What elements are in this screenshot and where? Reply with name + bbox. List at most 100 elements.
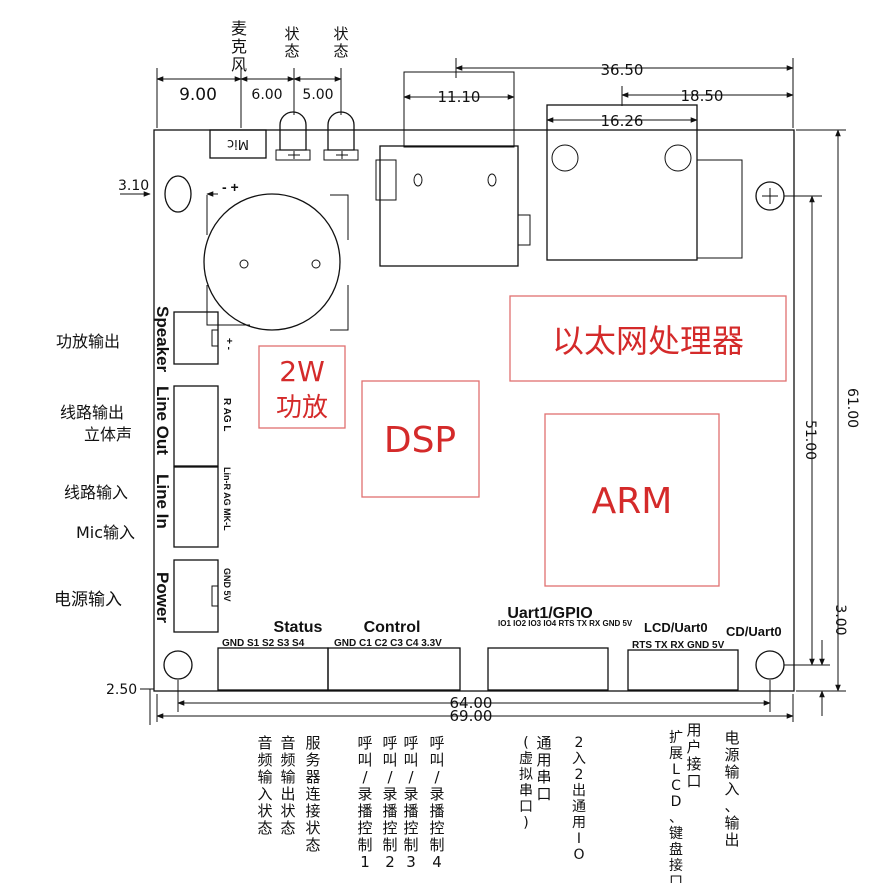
- vertical-char: 播: [429, 802, 444, 820]
- lcd-pins: RTS TX RX GND 5V: [632, 640, 725, 651]
- mounting-hole-top-left: [164, 175, 192, 213]
- vertical-char: 电: [724, 729, 739, 747]
- amp-frame: [258, 345, 346, 429]
- vertical-char: 制: [403, 836, 418, 854]
- ethernet-processor-frame: [509, 295, 787, 382]
- vertical-char: 控: [429, 819, 444, 837]
- vertical-char: 状: [305, 819, 320, 837]
- vertical-char: 入: [572, 751, 586, 767]
- vertical-char: 态: [257, 819, 272, 837]
- vertical-char: 呼: [403, 734, 418, 752]
- vertical-char: 键: [669, 826, 683, 842]
- dim-11: 11.10: [438, 88, 481, 106]
- vertical-char: 入: [257, 785, 272, 803]
- vertical-char: /: [408, 768, 414, 786]
- vertical-char: 、: [724, 797, 739, 815]
- vertical-char: 1: [360, 853, 370, 871]
- dim-16: 16.26: [601, 112, 644, 130]
- vertical-char: 态: [305, 836, 320, 854]
- control-connector: [327, 647, 461, 691]
- amp-label-line2: 功放: [276, 393, 328, 423]
- arm-frame: [544, 413, 720, 587]
- vertical-char: 展: [669, 746, 683, 762]
- vertical-char: 态: [284, 42, 299, 60]
- vertical-char: 通: [536, 734, 551, 752]
- vertical-char: 叫: [403, 751, 418, 769]
- vertical-char: 接: [686, 755, 701, 773]
- mic-label: Mic: [227, 136, 249, 151]
- speaker-pins: + -: [223, 338, 234, 350]
- label-line-in: 线路输入: [64, 483, 128, 502]
- vertical-char: 口: [669, 874, 683, 883]
- status-led-1: [275, 111, 311, 161]
- vertical-char: 输: [257, 768, 272, 786]
- vertical-char: C: [671, 778, 681, 794]
- line-out-connector: [173, 385, 219, 467]
- line-out-pins: R AG L: [221, 398, 232, 432]
- line-in-connector: [173, 466, 219, 548]
- vertical-char: 出: [280, 785, 295, 803]
- vertical-char: 麦: [231, 19, 247, 38]
- vertical-char: 盘: [669, 841, 683, 858]
- dimension-lines: [120, 58, 846, 725]
- vertical-char: 扩: [669, 730, 683, 746]
- vertical-char: 口: [536, 785, 551, 803]
- vertical-char: 3: [406, 853, 416, 871]
- control-title: Control: [364, 619, 421, 636]
- vertical-char: 控: [382, 819, 397, 837]
- vertical-char: /: [434, 768, 440, 786]
- ethernet-processor-label: 以太网处理器: [552, 322, 744, 360]
- vertical-char: 口: [686, 772, 701, 790]
- vertical-char: 器: [305, 768, 320, 786]
- label-speaker-out: 功放输出: [56, 332, 120, 351]
- dim-51: 51.00: [802, 420, 818, 460]
- mounting-hole-bottom-right: [755, 650, 785, 680]
- vertical-char: 状: [257, 802, 272, 820]
- vertical-char: 用: [536, 751, 551, 769]
- battery-polarity: - +: [222, 179, 239, 195]
- control-pins: GND C1 C2 C3 C4 3.3V: [334, 638, 442, 649]
- vertical-char: 播: [403, 802, 418, 820]
- vtext-microphone: 麦克风: [231, 19, 247, 74]
- vertical-char: 拟: [519, 767, 533, 783]
- dim-36: 36.50: [601, 61, 644, 79]
- label-line-out-2: 立体声: [84, 425, 132, 444]
- vertical-char: 呼: [382, 734, 397, 752]
- vertical-char: 频: [257, 751, 272, 769]
- dim-5: 5.00: [302, 87, 333, 103]
- vertical-char: 2: [385, 853, 395, 871]
- vertical-char: 态: [333, 42, 348, 60]
- vertical-char: 制: [357, 836, 372, 854]
- vertical-char: 叫: [357, 751, 372, 769]
- dsp-label: DSP: [384, 420, 456, 461]
- vertical-char: 控: [403, 819, 418, 837]
- vertical-char: 用: [686, 721, 701, 739]
- vertical-char: 录: [357, 785, 372, 803]
- vertical-char: 态: [280, 819, 295, 837]
- dim-9: 9.00: [179, 85, 217, 105]
- status-connector: [217, 647, 329, 691]
- speaker-connector: [173, 311, 219, 365]
- vertical-char: 播: [382, 802, 397, 820]
- vertical-char: 状: [280, 802, 295, 820]
- vtext-status-a: 状态: [284, 25, 299, 60]
- vertical-char: /: [387, 768, 393, 786]
- status-led-2: [323, 111, 359, 161]
- vertical-char: 控: [357, 819, 372, 837]
- speaker-label: Speaker: [153, 306, 172, 373]
- mounting-hole-bottom-left: [163, 650, 193, 680]
- vertical-char: 虚: [519, 751, 533, 767]
- vertical-char: 入: [724, 780, 739, 798]
- vertical-char: 2: [575, 767, 584, 783]
- label-line-out-1: 线路输出: [60, 403, 124, 422]
- ethernet-jack: [546, 104, 743, 261]
- lcd-title-a: LCD/Uart0: [644, 620, 708, 635]
- power-label: Power: [153, 572, 172, 623]
